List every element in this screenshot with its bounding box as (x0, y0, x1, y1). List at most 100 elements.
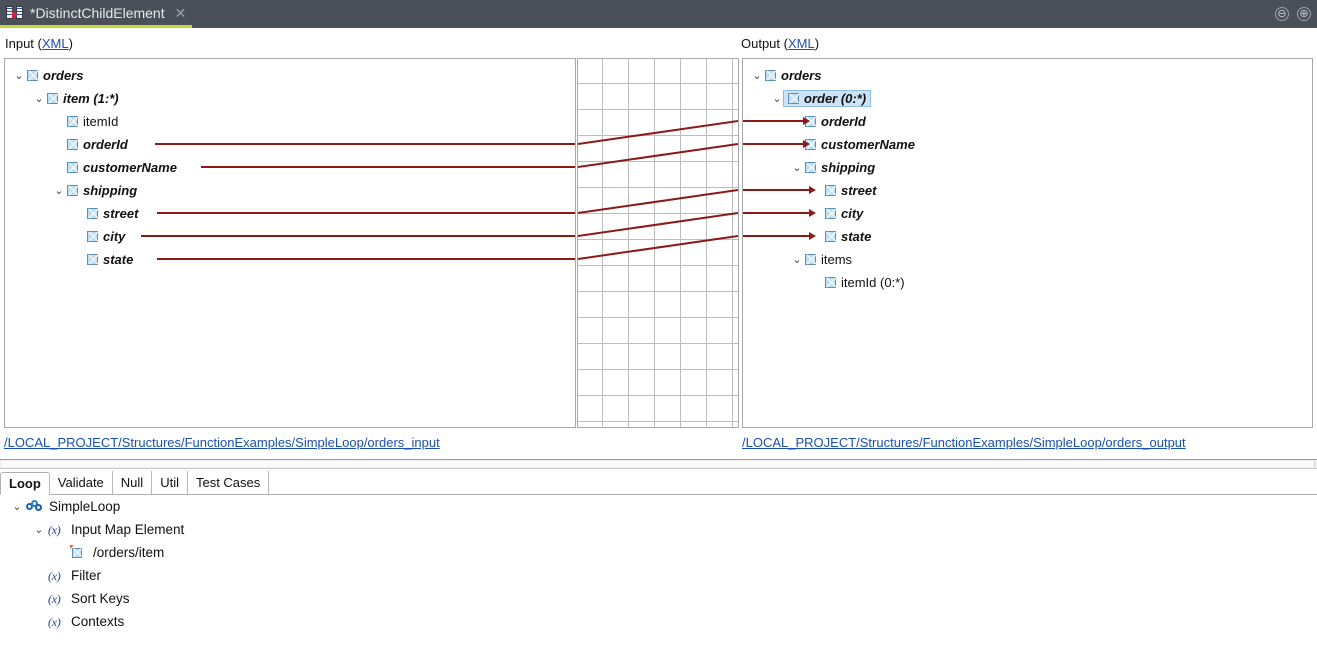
bottom-tab-loop[interactable]: Loop (0, 472, 50, 495)
tree-item[interactable]: customerName (805, 137, 915, 152)
tree-item[interactable]: order (0:*) (783, 90, 872, 107)
loop-tree-row[interactable]: ⌄(x)Filter (0, 564, 101, 587)
input-tree-row[interactable]: ⌄shipping (5, 180, 137, 201)
element-checkbox-icon[interactable] (67, 139, 78, 150)
element-checkbox-icon[interactable] (805, 162, 816, 173)
output-tree-panel[interactable]: ⌄orders⌄order (0:*)⌄orderId⌄customerName… (742, 58, 1313, 428)
tree-item[interactable]: state (825, 229, 871, 244)
mapping-line-target-segment[interactable] (743, 143, 803, 145)
bottom-tab-label: Util (160, 475, 179, 490)
element-checkbox-icon[interactable] (805, 254, 816, 265)
element-checkbox-icon[interactable] (825, 185, 836, 196)
output-xml-link[interactable]: XML (787, 36, 815, 51)
mapping-line-source-segment[interactable] (201, 166, 575, 168)
input-tree-row[interactable]: ⌄city (5, 226, 125, 247)
close-icon[interactable]: ✕ (174, 4, 187, 21)
loop-tree-row[interactable]: ⌄(x)Contexts (0, 610, 124, 633)
horizontal-sash[interactable] (0, 459, 1317, 469)
element-checkbox-icon[interactable] (47, 93, 58, 104)
chevron-down-icon[interactable]: ⌄ (14, 69, 24, 82)
tree-item[interactable]: orders (765, 68, 821, 83)
tree-item[interactable]: shipping (805, 160, 875, 175)
mapping-line-target-segment[interactable] (743, 189, 809, 191)
input-tree-row[interactable]: ⌄orders (5, 65, 83, 86)
chevron-down-icon[interactable]: ⌄ (34, 523, 44, 536)
tree-item[interactable]: city (825, 206, 863, 221)
maximize-icon[interactable]: ⊕ (1297, 7, 1311, 21)
element-checkbox-icon[interactable] (67, 162, 78, 173)
chevron-down-icon[interactable]: ⌄ (54, 184, 64, 197)
input-tree-panel[interactable]: ⌄orders⌄item (1:*)⌄itemId⌄orderId⌄custom… (4, 58, 576, 428)
input-structure-path-link[interactable]: /LOCAL_PROJECT/Structures/FunctionExampl… (4, 435, 440, 450)
element-checkbox-icon[interactable] (765, 70, 776, 81)
input-tree-row[interactable]: ⌄orderId (5, 134, 128, 155)
tree-item[interactable]: itemId (0:*) (825, 275, 905, 290)
output-tree-row[interactable]: ⌄state (743, 226, 871, 247)
bottom-tab-validate[interactable]: Validate (49, 471, 113, 494)
input-tree-row[interactable]: ⌄customerName (5, 157, 177, 178)
output-tree-row[interactable]: ⌄orders (743, 65, 821, 86)
tree-item[interactable]: street (87, 206, 138, 221)
input-tree-row[interactable]: ⌄item (1:*) (5, 88, 119, 109)
bottom-tab-test-cases[interactable]: Test Cases (187, 471, 270, 494)
element-checkbox-icon[interactable] (825, 208, 836, 219)
loop-tree-row[interactable]: ⌄/orders/item (0, 541, 164, 564)
output-structure-path-link[interactable]: /LOCAL_PROJECT/Structures/FunctionExampl… (742, 435, 1186, 450)
loop-tree-row[interactable]: ⌄SimpleLoop (0, 495, 120, 518)
output-tree-row[interactable]: ⌄city (743, 203, 863, 224)
chevron-down-icon[interactable]: ⌄ (34, 92, 44, 105)
mapping-line-target-segment[interactable] (743, 120, 803, 122)
element-checkbox-icon[interactable] (27, 70, 38, 81)
element-checkbox-icon[interactable] (67, 116, 78, 127)
output-tree-row[interactable]: ⌄street (743, 180, 876, 201)
tree-item[interactable]: shipping (67, 183, 137, 198)
output-tree-row[interactable]: ⌄order (0:*) (743, 88, 872, 109)
editor-tab-distinctchildelement[interactable]: *DistinctChildElement ✕ (0, 0, 193, 28)
tree-item[interactable]: orders (27, 68, 83, 83)
tree-item[interactable]: orderId (67, 137, 128, 152)
chevron-down-icon[interactable]: ⌄ (12, 500, 22, 513)
output-tree-row[interactable]: ⌄itemId (0:*) (743, 272, 905, 293)
mapping-line-source-segment[interactable] (155, 143, 575, 145)
bottom-tab-util[interactable]: Util (152, 471, 188, 494)
tree-item[interactable]: itemId (67, 114, 118, 129)
element-checkbox-icon[interactable] (825, 231, 836, 242)
input-tree-row[interactable]: ⌄street (5, 203, 138, 224)
mapping-line-target-segment[interactable] (743, 212, 809, 214)
tree-item[interactable]: customerName (67, 160, 177, 175)
mapping-line-source-segment[interactable] (157, 258, 575, 260)
chevron-down-icon[interactable]: ⌄ (772, 92, 782, 105)
tree-item[interactable]: items (805, 252, 852, 267)
element-checkbox-icon[interactable] (87, 208, 98, 219)
input-tree-row[interactable]: ⌄itemId (5, 111, 118, 132)
chevron-down-icon[interactable]: ⌄ (752, 69, 762, 82)
bottom-tab-label: Test Cases (195, 475, 261, 490)
element-checkbox-icon[interactable] (825, 277, 836, 288)
tree-item-label: state (841, 229, 872, 244)
tree-item[interactable]: street (825, 183, 876, 198)
mapping-canvas-panel[interactable] (577, 58, 739, 428)
element-checkbox-icon[interactable] (67, 185, 78, 196)
tree-item[interactable]: orderId (805, 114, 866, 129)
input-xml-link[interactable]: XML (41, 36, 69, 51)
tree-item[interactable]: city (87, 229, 125, 244)
output-tree-row[interactable]: ⌄items (743, 249, 852, 270)
loop-tree-row[interactable]: ⌄(x)Input Map Element (0, 518, 184, 541)
chevron-down-icon[interactable]: ⌄ (792, 253, 802, 266)
mapping-editor-icon (6, 5, 24, 21)
bottom-tab-null[interactable]: Null (112, 471, 153, 494)
minimize-icon[interactable]: ⊖ (1275, 7, 1289, 21)
mapping-line-target-segment[interactable] (743, 235, 809, 237)
element-checkbox-icon[interactable] (87, 231, 98, 242)
loop-detail-tree[interactable]: ⌄SimpleLoop⌄(x)Input Map Element⌄/orders… (0, 495, 1317, 649)
output-tree-row[interactable]: ⌄shipping (743, 157, 875, 178)
mapping-line-source-segment[interactable] (141, 235, 575, 237)
element-checkbox-icon[interactable] (87, 254, 98, 265)
chevron-down-icon[interactable]: ⌄ (792, 161, 802, 174)
element-checkbox-icon[interactable] (788, 93, 799, 104)
input-tree-row[interactable]: ⌄state (5, 249, 133, 270)
loop-tree-row[interactable]: ⌄(x)Sort Keys (0, 587, 130, 610)
tree-item[interactable]: state (87, 252, 133, 267)
tree-item[interactable]: item (1:*) (47, 91, 119, 106)
mapping-line-source-segment[interactable] (157, 212, 575, 214)
